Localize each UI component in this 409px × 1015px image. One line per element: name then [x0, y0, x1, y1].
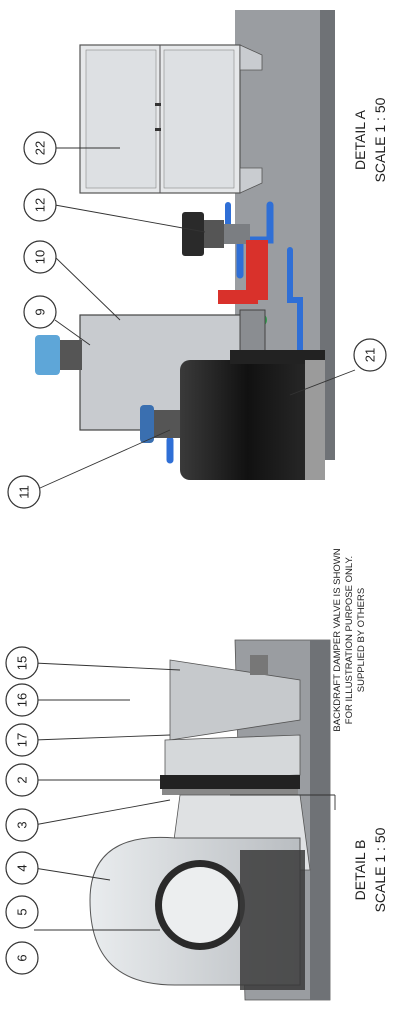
damper-duct: [164, 655, 301, 781]
balloon-6: 6: [5, 941, 39, 975]
note-line-3: SUPPLIED BY OTHERS: [356, 588, 367, 692]
coupling-ring: [160, 775, 300, 795]
control-cabinet: [79, 44, 263, 194]
detail-a-leaders: [39, 147, 356, 489]
svg-text:17: 17: [15, 733, 30, 747]
cabinet-handle-left: [155, 103, 161, 106]
damper-bolt: [250, 655, 268, 675]
detail-a-scale: SCALE 1 : 50: [372, 97, 388, 182]
svg-text:12: 12: [33, 198, 48, 212]
balloon-3: 3: [5, 808, 39, 842]
balloon-12: 12: [23, 188, 57, 222]
vessel-motor: [150, 410, 180, 438]
cabinet-handle-right: [155, 128, 161, 131]
svg-text:11: 11: [17, 485, 32, 499]
detail-b-scale: SCALE 1 : 50: [372, 827, 388, 912]
balloon-2: 2: [5, 763, 39, 797]
dark-vessel: [140, 350, 325, 480]
svg-text:10: 10: [33, 250, 48, 264]
floor-slab-b-edge: [310, 640, 330, 1000]
balloon-11: 11: [7, 475, 41, 509]
svg-text:22: 22: [33, 141, 48, 155]
tank-inlet: [35, 335, 60, 375]
fan-base-frame: [240, 850, 305, 990]
fan-housing: [89, 836, 305, 990]
floor-slab-edge-a: [320, 10, 335, 460]
svg-text:2: 2: [15, 776, 30, 783]
balloon-4: 4: [5, 851, 39, 885]
balloon-10: 10: [23, 240, 57, 274]
balloon-9: 9: [23, 295, 57, 329]
svg-text:15: 15: [15, 656, 30, 670]
detail-b-leaders: [33, 662, 336, 931]
balloon-16: 16: [5, 683, 39, 717]
pump: [182, 212, 250, 256]
vessel-motor-cap: [140, 405, 154, 443]
balloon-21: 21: [353, 338, 387, 372]
svg-text:5: 5: [15, 908, 30, 915]
svg-text:16: 16: [15, 693, 30, 707]
svg-text:9: 9: [33, 308, 48, 315]
detail-a-title: DETAIL A: [352, 109, 368, 170]
detail-b-view: 15 16 17 2 3 4 5 6: [5, 548, 388, 1001]
svg-text:21: 21: [363, 348, 378, 362]
svg-text:6: 6: [15, 954, 30, 961]
balloon-22: 22: [23, 131, 57, 165]
tank-fitting: [60, 340, 82, 370]
svg-text:4: 4: [15, 864, 30, 871]
balloon-5: 5: [5, 895, 39, 929]
fan-inlet: [162, 867, 238, 943]
detail-b-title: DETAIL B: [352, 840, 368, 901]
note-line-1: BACKDRAFT DAMPER VALVE IS SHOWN: [332, 548, 343, 731]
damper-note: BACKDRAFT DAMPER VALVE IS SHOWN FOR ILLU…: [332, 548, 367, 731]
svg-text:3: 3: [15, 821, 30, 828]
balloon-15: 15: [5, 646, 39, 680]
balloon-17: 17: [5, 723, 39, 757]
note-line-2: FOR ILLUSTRATION PURPOSE ONLY.: [344, 556, 355, 724]
detail-a-view: 22 12 10 9 11 21 DETAIL A SCALE 1 : 50: [7, 10, 388, 509]
